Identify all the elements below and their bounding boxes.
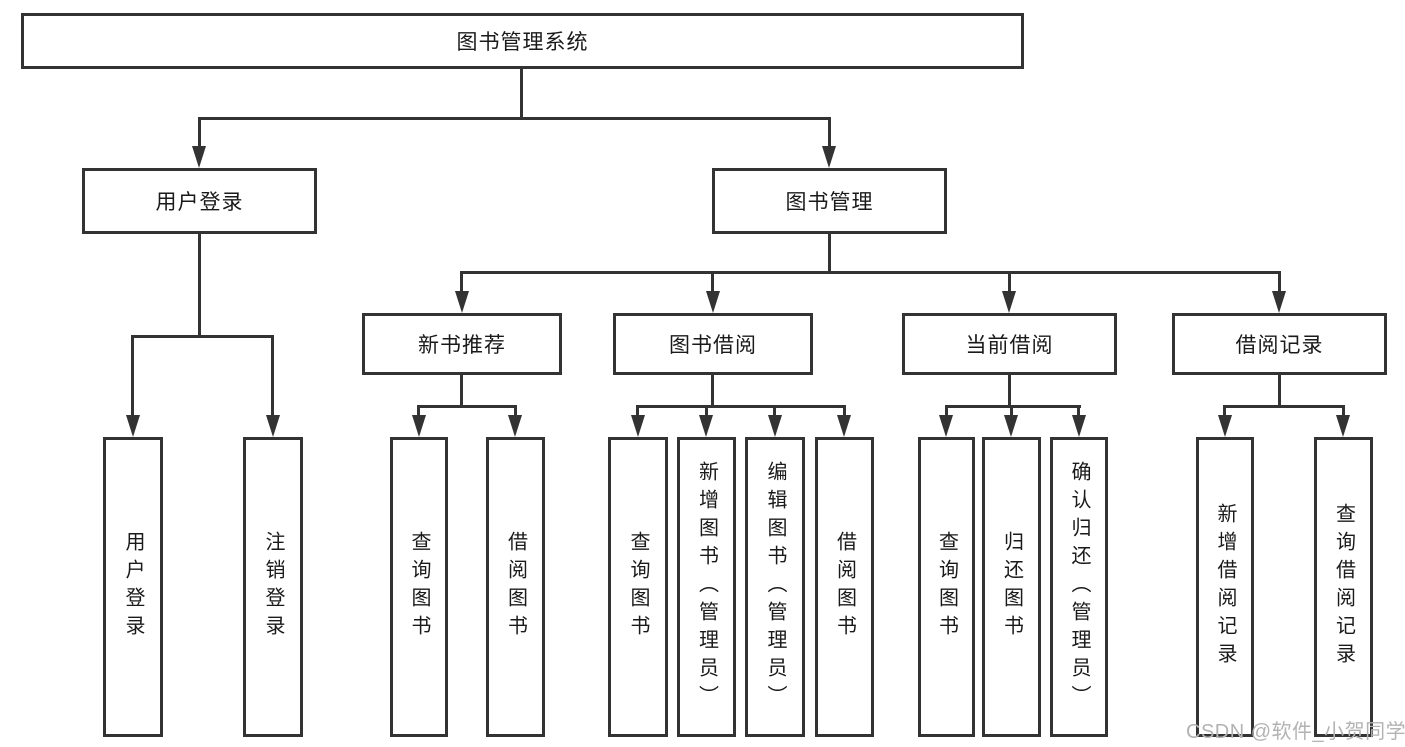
- edge-stem: [271, 335, 274, 416]
- edge-root-v: [520, 69, 523, 118]
- arrowhead-down-icon: [837, 415, 851, 437]
- edge-stem: [460, 271, 463, 295]
- node-library-system: 图书管理系统: [21, 13, 1024, 69]
- arrowhead-down-icon: [1004, 415, 1018, 437]
- edge-stem: [945, 405, 948, 417]
- edge-root-h: [198, 117, 831, 120]
- edge-recommend-v: [460, 375, 463, 406]
- leaf-query-books-current: 查询图书: [918, 437, 975, 737]
- leaf-label: 借阅图书: [504, 531, 527, 643]
- arrowhead-down-icon: [631, 415, 645, 437]
- edge-records-v: [1278, 375, 1281, 406]
- edge-stem: [131, 335, 134, 416]
- edge-current-h: [945, 405, 1081, 408]
- edge-stem: [514, 405, 517, 417]
- edge-borrow-h: [636, 405, 846, 408]
- edge-stem: [636, 405, 639, 417]
- arrowhead-down-icon: [126, 415, 140, 437]
- leaf-query-books-borrow: 查询图书: [608, 437, 668, 737]
- node-user-login: 用户登录: [82, 168, 317, 234]
- node-book-management: 图书管理: [712, 168, 947, 234]
- edge-current-v: [1008, 375, 1011, 406]
- arrowhead-down-icon: [412, 415, 426, 437]
- edge-stem: [1008, 271, 1011, 295]
- arrowhead-down-icon: [266, 415, 280, 437]
- leaf-confirm-return-admin: 确认归还（管理员）: [1050, 437, 1108, 737]
- arrowhead-down-icon: [1336, 415, 1350, 437]
- edge-stem: [705, 405, 708, 417]
- arrowhead-down-icon: [1002, 291, 1016, 313]
- arrowhead-down-icon: [699, 415, 713, 437]
- leaf-user-login: 用户登录: [103, 437, 163, 737]
- edge-stem: [1278, 271, 1281, 295]
- arrowhead-down-icon: [768, 415, 782, 437]
- edge-stem: [1342, 405, 1345, 417]
- edge-stem: [417, 405, 420, 417]
- leaf-label: 确认归还（管理员）: [1068, 461, 1090, 713]
- arrowhead-down-icon: [192, 146, 206, 168]
- edge-stem: [843, 405, 846, 417]
- edge-stem: [1010, 405, 1013, 417]
- edge-userlogin-h: [131, 335, 274, 338]
- node-borrow-records: 借阅记录: [1172, 313, 1387, 375]
- edge-stem: [828, 117, 831, 150]
- leaf-label: 查询借阅记录: [1332, 503, 1355, 671]
- edge-bookmgmt-v: [828, 234, 831, 273]
- arrowhead-down-icon: [1218, 415, 1232, 437]
- edge-stem: [1223, 405, 1226, 417]
- leaf-label: 编辑图书（管理员）: [764, 461, 786, 713]
- edge-stem: [773, 405, 776, 417]
- arrowhead-down-icon: [822, 146, 836, 168]
- leaf-label: 查询图书: [408, 531, 430, 643]
- edge-stem: [711, 271, 714, 295]
- leaf-add-borrow-record: 新增借阅记录: [1196, 437, 1254, 737]
- edge-bookmgmt-h: [460, 271, 1281, 274]
- leaf-query-borrow-record: 查询借阅记录: [1314, 437, 1373, 737]
- arrowhead-down-icon: [1272, 291, 1286, 313]
- csdn-watermark: CSDN @软件_小贺同学: [1186, 721, 1405, 743]
- leaf-return-book: 归还图书: [982, 437, 1041, 737]
- arrowhead-down-icon: [455, 291, 469, 313]
- leaf-label: 查询图书: [627, 531, 649, 643]
- leaf-label: 借阅图书: [833, 531, 856, 643]
- edge-stem: [198, 117, 201, 150]
- edge-stem: [1077, 405, 1080, 417]
- leaf-edit-book-admin: 编辑图书（管理员）: [745, 437, 805, 737]
- leaf-query-books-recommend: 查询图书: [390, 437, 448, 737]
- leaf-label: 用户登录: [122, 531, 144, 643]
- arrowhead-down-icon: [508, 415, 522, 437]
- node-book-borrow: 图书借阅: [613, 313, 813, 375]
- leaf-label: 注销登录: [262, 531, 284, 643]
- arrowhead-down-icon: [1072, 415, 1086, 437]
- edge-userlogin-v: [198, 233, 201, 337]
- leaf-label: 查询图书: [935, 531, 958, 643]
- leaf-label: 新增图书（管理员）: [695, 461, 718, 713]
- leaf-label: 新增借阅记录: [1214, 503, 1236, 671]
- leaf-add-book-admin: 新增图书（管理员）: [677, 437, 736, 737]
- node-new-book-recommend: 新书推荐: [362, 313, 562, 375]
- leaf-label: 归还图书: [1000, 531, 1023, 643]
- edge-recommend-h: [417, 405, 517, 408]
- edge-records-h: [1223, 405, 1345, 408]
- arrowhead-down-icon: [939, 415, 953, 437]
- edge-borrow-v: [711, 375, 714, 406]
- node-current-borrow: 当前借阅: [902, 313, 1117, 375]
- leaf-borrow-books-recommend: 借阅图书: [486, 437, 545, 737]
- leaf-borrow-books: 借阅图书: [815, 437, 874, 737]
- arrowhead-down-icon: [706, 291, 720, 313]
- leaf-logout: 注销登录: [243, 437, 303, 737]
